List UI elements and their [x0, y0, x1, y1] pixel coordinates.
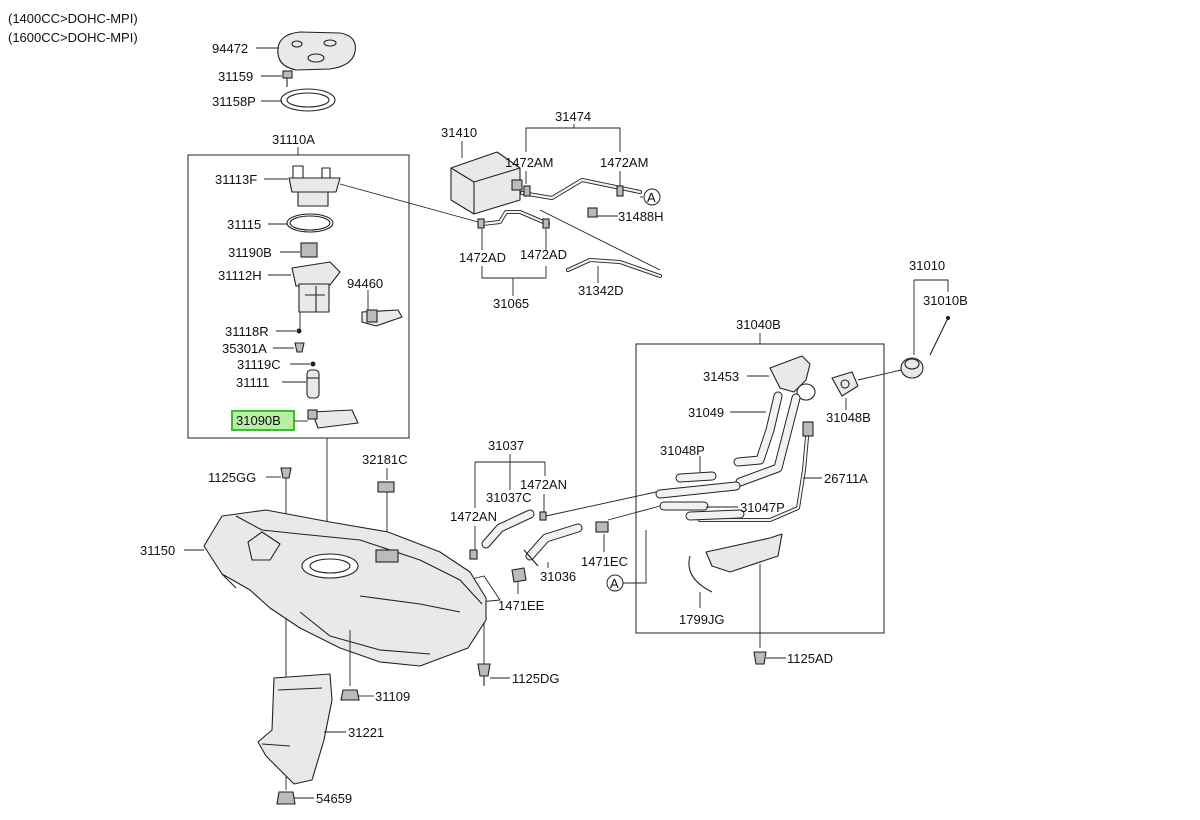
callout-31037C[interactable]: 31037C [486, 490, 532, 505]
cover-94472[interactable] [277, 31, 356, 71]
part-35301A[interactable] [294, 342, 305, 353]
nut-54659[interactable] [276, 791, 296, 805]
callout-31158P[interactable]: 31158P [212, 94, 256, 109]
vapor-hose-31474[interactable] [520, 178, 642, 200]
callout-31010[interactable]: 31010 [909, 258, 945, 273]
callout-1125GG[interactable]: 1125GG [208, 470, 256, 485]
pipe-31342D[interactable] [566, 258, 662, 278]
selected-part-highlight[interactable] [231, 410, 295, 431]
callout-31036[interactable]: 31036 [540, 569, 576, 584]
bolt-1125GG[interactable] [280, 467, 292, 479]
callout-31190B[interactable]: 31190B [228, 245, 272, 260]
callout-31150[interactable]: 31150 [140, 543, 175, 558]
callout-31049[interactable]: 31049 [688, 405, 724, 420]
hose-31048P[interactable] [655, 471, 741, 499]
clamp-1471EC[interactable] [595, 521, 609, 533]
callout-31110A[interactable]: 31110A [272, 132, 315, 147]
callout-54659[interactable]: 54659 [316, 791, 352, 806]
callout-35301A[interactable]: 35301A [222, 341, 267, 356]
engine-variant-1600: (1600CC>DOHC-MPI) [8, 30, 138, 45]
bolt-1125AD[interactable] [753, 651, 767, 665]
sender-94460[interactable] [361, 309, 403, 327]
clamp-1471EE[interactable] [511, 567, 527, 583]
engine-variant-1400: (1400CC>DOHC-MPI) [8, 11, 138, 26]
bolt-31159[interactable] [282, 70, 293, 87]
ref-marker-A-bottom[interactable]: A [606, 574, 624, 592]
callout-1472AD-a[interactable]: 1472AD [459, 250, 506, 265]
gasket-31115[interactable] [286, 213, 334, 233]
callout-1472AN-a[interactable]: 1472AN [520, 477, 567, 492]
heat-shield-31221[interactable] [257, 673, 333, 785]
ring-31158P[interactable] [280, 88, 336, 112]
vent-hose-31065[interactable] [477, 210, 550, 229]
callout-26711A[interactable]: 26711A [824, 471, 868, 486]
callout-31118R[interactable]: 31118R [225, 324, 269, 339]
callout-31488H[interactable]: 31488H [618, 209, 664, 224]
fuel-cap-31010[interactable] [900, 357, 924, 379]
pump-flange-31113F[interactable] [288, 165, 341, 207]
callout-1472AM-a[interactable]: 1472AM [505, 155, 553, 170]
callout-31048P[interactable]: 31048P [660, 443, 705, 458]
callout-1125DG[interactable]: 1125DG [512, 671, 559, 686]
callout-31010B[interactable]: 31010B [923, 293, 968, 308]
callout-31112H[interactable]: 31112H [218, 268, 262, 283]
fuel-tank-31150[interactable] [203, 509, 487, 667]
callout-31065[interactable]: 31065 [493, 296, 529, 311]
callout-1472AN-b[interactable]: 1472AN [450, 509, 497, 524]
pump-housing-31112H[interactable] [291, 261, 341, 313]
callout-31453[interactable]: 31453 [703, 369, 739, 384]
regulator-31190B[interactable] [300, 242, 318, 258]
callout-31040B[interactable]: 31040B [736, 317, 781, 332]
bracket-1799JG[interactable] [688, 533, 783, 593]
clip-32181C[interactable] [377, 481, 395, 493]
filler-neck-31453[interactable] [769, 355, 816, 401]
callout-31111[interactable]: 31111 [236, 375, 269, 390]
part-31119C[interactable] [310, 361, 316, 367]
part-31118R[interactable] [296, 328, 302, 334]
ref-marker-A-top[interactable]: A [643, 188, 661, 206]
callout-31410[interactable]: 31410 [441, 125, 477, 140]
filler-hose-31049[interactable] [733, 391, 801, 487]
callout-31109[interactable]: 31109 [375, 689, 410, 704]
callout-94460[interactable]: 94460 [347, 276, 383, 291]
callout-31037[interactable]: 31037 [488, 438, 524, 453]
callout-32181C[interactable]: 32181C [362, 452, 408, 467]
callout-31159[interactable]: 31159 [218, 69, 253, 84]
clip-31488H[interactable] [587, 207, 598, 218]
strainer-31090B[interactable] [307, 409, 359, 429]
fuel-pump-31111[interactable] [306, 369, 320, 399]
tether-31010B[interactable] [929, 316, 950, 356]
vent-tube-26711A[interactable] [698, 421, 814, 522]
svg-text:A: A [610, 576, 619, 591]
hose-31047P[interactable] [659, 501, 745, 521]
callout-31115[interactable]: 31115 [227, 217, 261, 232]
callout-31047P[interactable]: 31047P [740, 500, 785, 515]
callout-31474[interactable]: 31474 [555, 109, 591, 124]
callout-31119C[interactable]: 31119C [237, 357, 281, 372]
callout-1472AM-b[interactable]: 1472AM [600, 155, 648, 170]
callout-1471EE[interactable]: 1471EE [498, 598, 545, 613]
callout-31342D[interactable]: 31342D [578, 283, 624, 298]
nut-31109[interactable] [340, 689, 360, 701]
svg-text:A: A [647, 190, 656, 205]
callout-31048B[interactable]: 31048B [826, 410, 871, 425]
callout-94472[interactable]: 94472 [212, 41, 248, 56]
callout-1799JG[interactable]: 1799JG [679, 612, 725, 627]
callout-31090B[interactable]: 31090B [236, 413, 281, 428]
callout-1125AD[interactable]: 1125AD [787, 651, 833, 666]
callout-1472AD-b[interactable]: 1472AD [520, 247, 567, 262]
callout-31221[interactable]: 31221 [348, 725, 384, 740]
canister-31410[interactable] [450, 151, 523, 215]
pump-module-box [187, 154, 410, 439]
gasket-31048B[interactable] [831, 371, 859, 397]
callout-1471EC[interactable]: 1471EC [581, 554, 628, 569]
callout-31113F[interactable]: 31113F [215, 172, 257, 187]
clamp-1472AN[interactable] [469, 549, 478, 560]
hose-31036[interactable] [523, 523, 583, 567]
bolt-1125DG[interactable] [477, 663, 491, 686]
